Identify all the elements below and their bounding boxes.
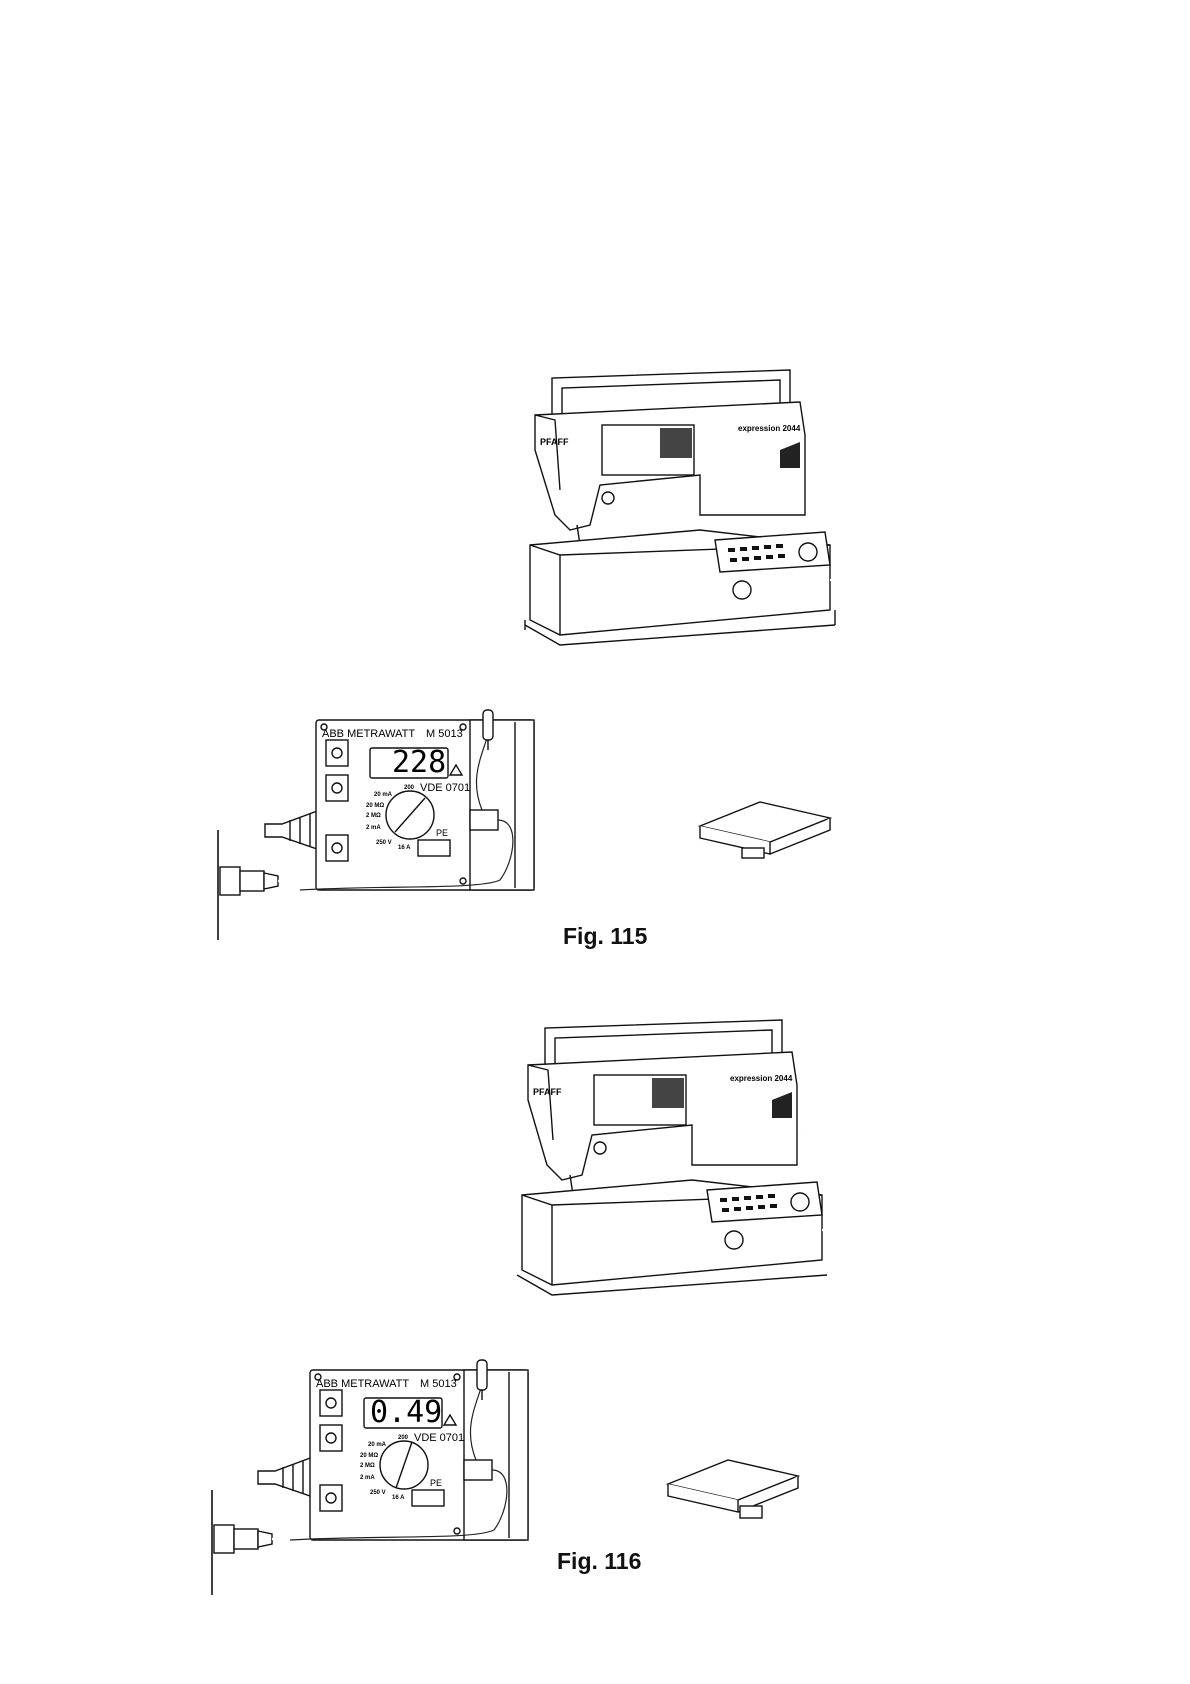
mains-plug (220, 867, 278, 895)
figure-115: ABB METRAWATT M 5013 228 VDE 0701 PE 20 … (0, 340, 1190, 960)
dial-label-20mohm: 20 MΩ (360, 1453, 378, 1459)
meter-brand-label: ABB METRAWATT (322, 728, 415, 740)
dial-label-20ma: 20 mA (374, 792, 392, 798)
figure-116-illustration (0, 1000, 1190, 1640)
meter-pe-label: PE (430, 1478, 442, 1488)
dial-label-2mohm: 2 MΩ (366, 813, 381, 819)
dial-label-16a: 16 A (392, 1495, 404, 1501)
machine-brand-label: PFAFF (533, 1087, 562, 1097)
meter-standard-label: VDE 0701 (414, 1432, 464, 1444)
dial-label-16a: 16 A (398, 845, 410, 851)
sewing-machine (525, 370, 835, 645)
foot-pedal (700, 802, 830, 858)
meter-display-value: 0.49 (370, 1395, 442, 1430)
test-probe (477, 1360, 487, 1390)
meter-standard-label: VDE 0701 (420, 782, 470, 794)
meter-model-label: M 5013 (420, 1378, 457, 1390)
cable-connector (258, 1457, 313, 1497)
meter-brand-label: ABB METRAWATT (316, 1378, 409, 1390)
dial-label-2mohm: 2 MΩ (360, 1463, 375, 1469)
dial-label-20mohm: 20 MΩ (366, 803, 384, 809)
machine-model-label: expression 2044 (738, 424, 800, 433)
figure-caption: Fig. 115 (563, 923, 647, 950)
foot-pedal (668, 1460, 798, 1518)
meter-model-label: M 5013 (426, 728, 463, 740)
figure-115-illustration (0, 340, 1190, 960)
dial-label-2ma: 2 mA (366, 825, 381, 831)
machine-model-label: expression 2044 (730, 1074, 792, 1083)
dial-label-250v: 250 V (376, 840, 392, 846)
meter-pe-label: PE (436, 828, 448, 838)
dial-label-2ma: 2 mA (360, 1475, 375, 1481)
figure-116: ABB METRAWATT M 5013 0.49 VDE 0701 PE 20… (0, 1000, 1190, 1640)
dial-label-200: 200 (404, 785, 414, 791)
cable-connector (265, 810, 320, 850)
figure-caption: Fig. 116 (557, 1548, 641, 1575)
meter-display-value: 228 (392, 745, 446, 780)
dial-label-250v: 250 V (370, 1490, 386, 1496)
machine-brand-label: PFAFF (540, 437, 569, 447)
test-probe (483, 710, 493, 740)
sewing-machine (517, 1020, 827, 1295)
dial-label-20ma: 20 mA (368, 1442, 386, 1448)
mains-plug (214, 1525, 272, 1553)
dial-label-200: 200 (398, 1435, 408, 1441)
